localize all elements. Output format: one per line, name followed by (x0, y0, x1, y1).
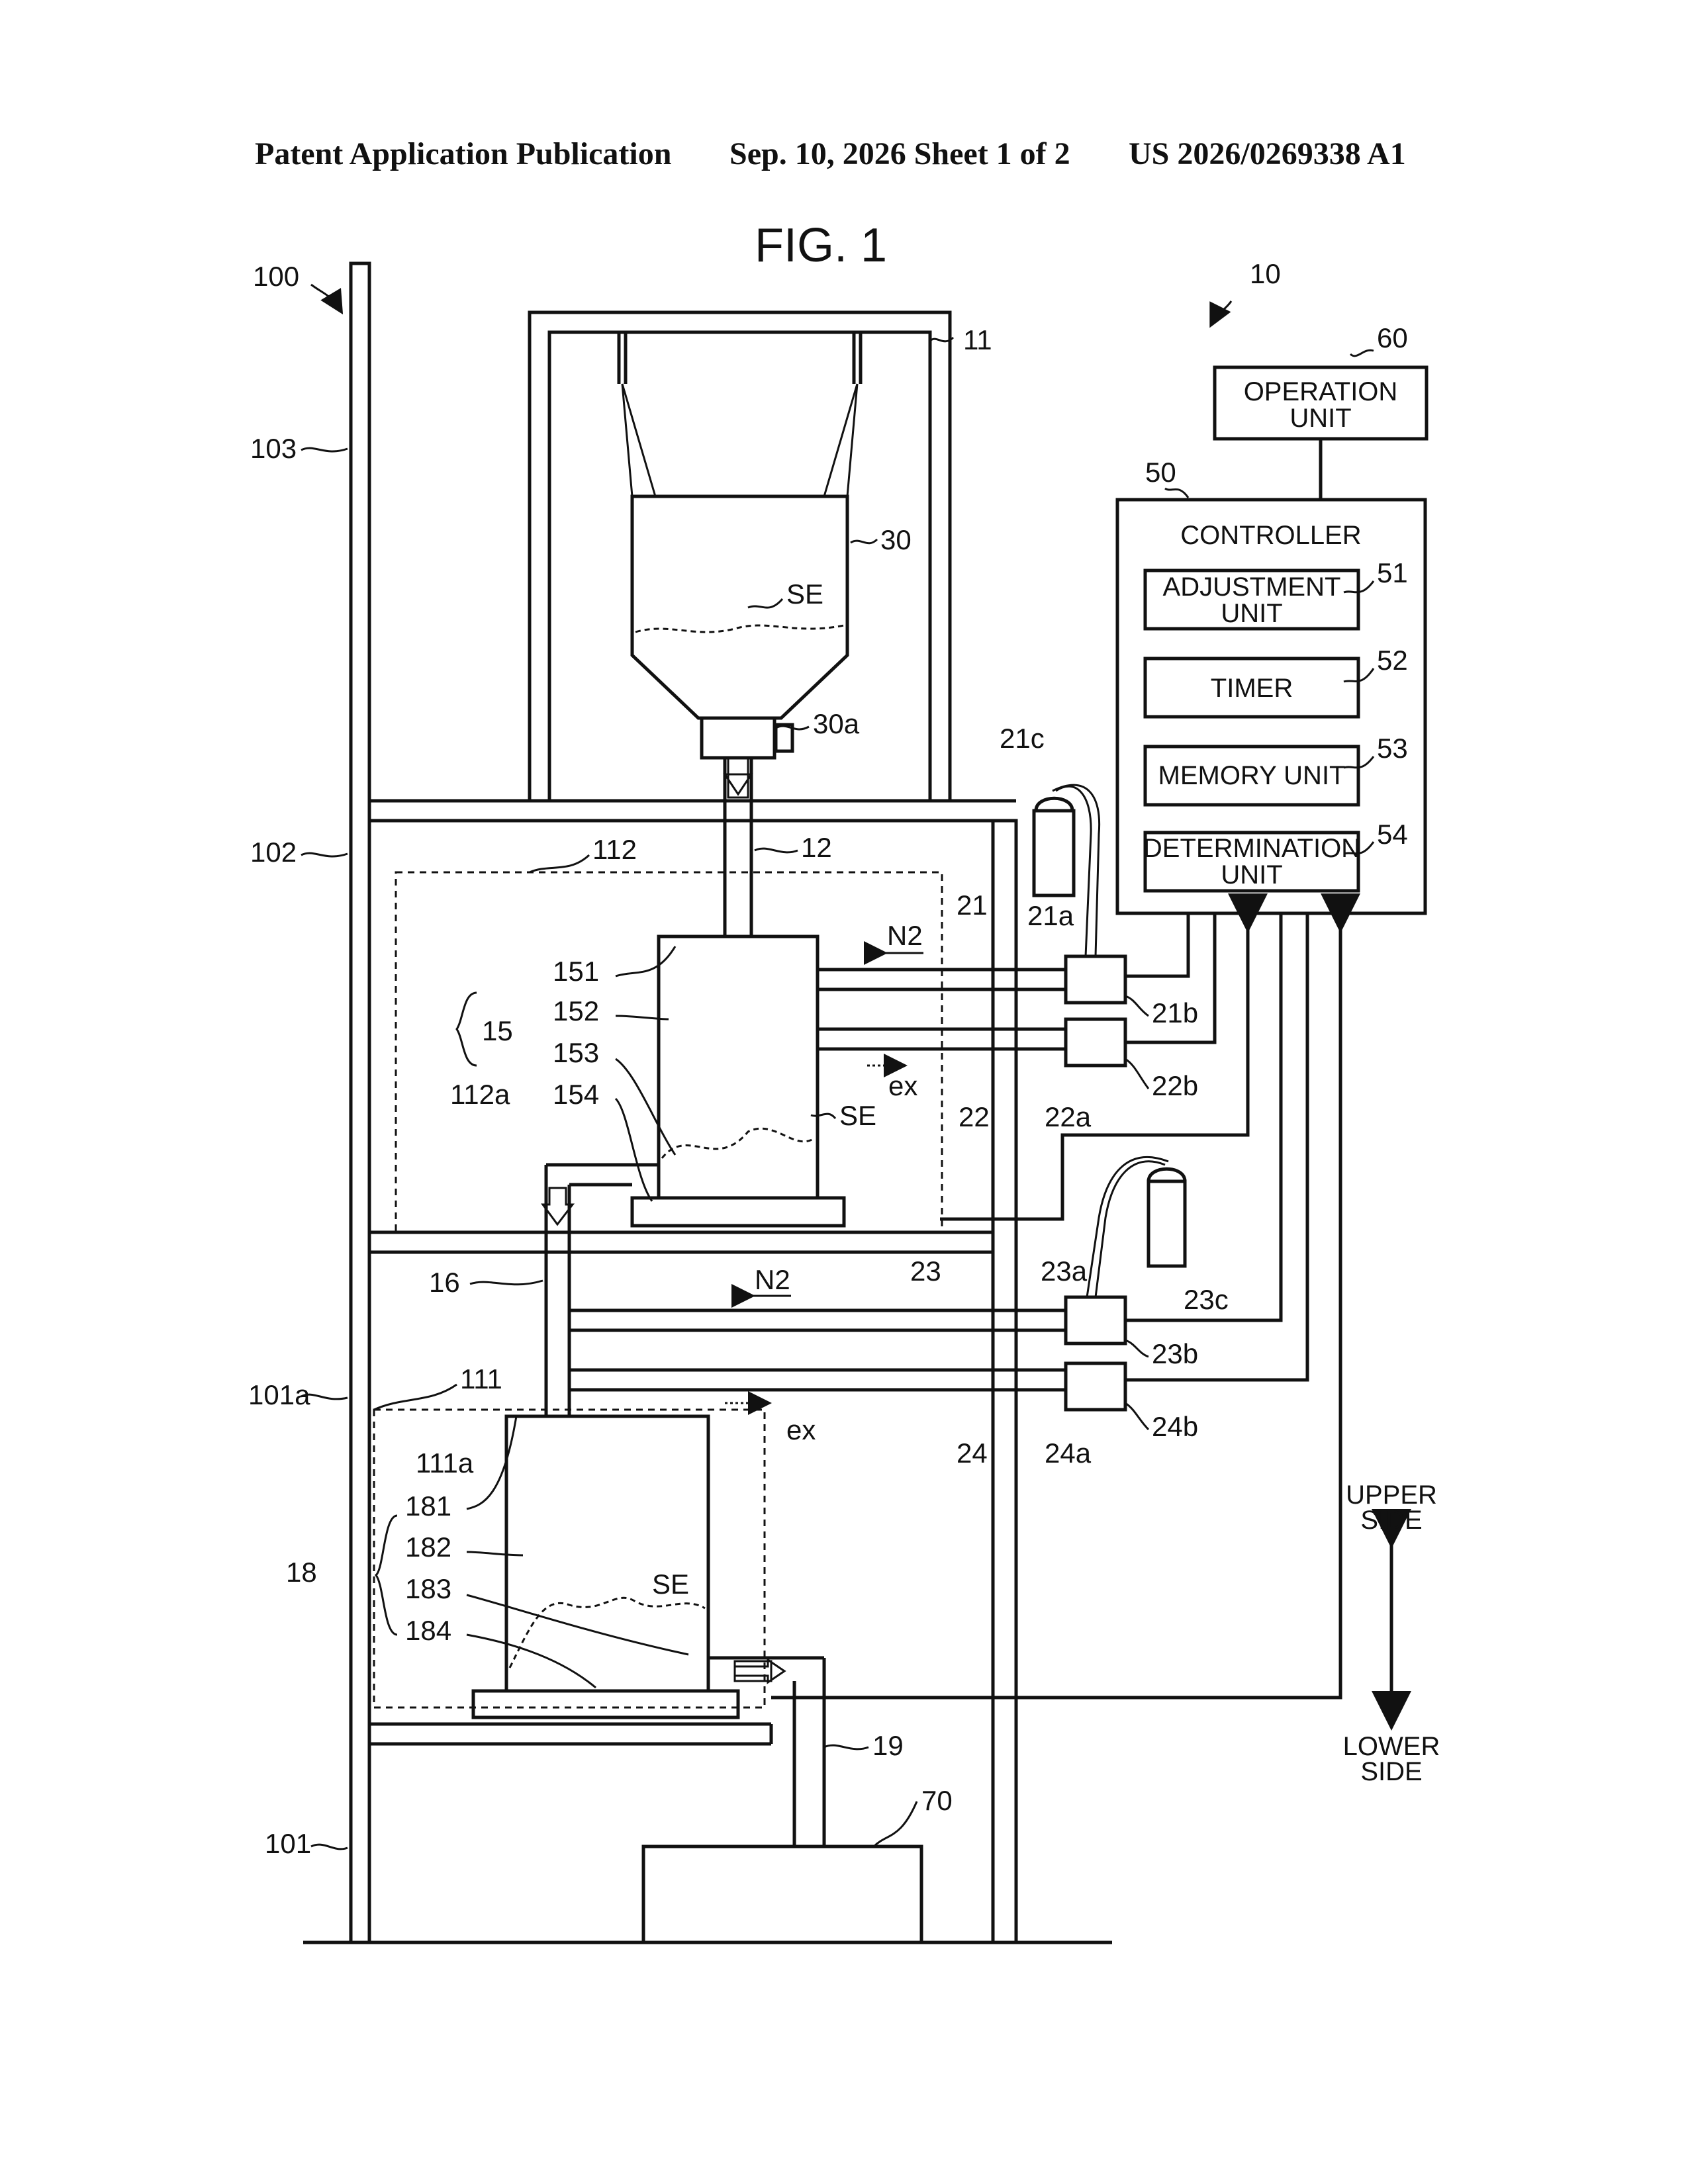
label-53: 53 (1377, 733, 1408, 764)
label-101: 101 (265, 1828, 311, 1859)
label-se-mid: SE (839, 1100, 876, 1131)
vessel-15 (632, 936, 844, 1226)
pipe-16 (543, 1165, 659, 1416)
label-15: 15 (482, 1015, 513, 1046)
determination-text-1: DETERMINATION (1143, 834, 1360, 863)
label-24b: 24b (1152, 1411, 1198, 1442)
label-153: 153 (553, 1037, 599, 1068)
label-184: 184 (405, 1615, 451, 1646)
label-183: 183 (405, 1573, 451, 1604)
label-ex-mid: ex (786, 1414, 816, 1445)
label-22a: 22a (1045, 1101, 1092, 1132)
leader-10 (1211, 301, 1231, 324)
label-101a: 101a (248, 1379, 310, 1410)
label-100: 100 (253, 261, 299, 292)
label-16: 16 (429, 1267, 460, 1298)
label-111a: 111a (416, 1447, 474, 1479)
label-30a: 30a (813, 708, 860, 739)
label-112: 112 (592, 834, 637, 865)
pipes-23-24 (569, 1157, 1185, 1410)
operation-unit-text-2: UNIT (1289, 404, 1351, 433)
label-112a: 112a (450, 1079, 510, 1110)
label-24: 24 (957, 1437, 988, 1469)
label-11: 11 (963, 324, 992, 355)
tank-70 (643, 1846, 921, 1942)
label-111: 111 (460, 1363, 502, 1394)
label-60: 60 (1377, 322, 1408, 353)
lower-side-text-2: SIDE (1360, 1757, 1422, 1786)
label-181: 181 (405, 1490, 451, 1522)
label-se-bot: SE (652, 1569, 689, 1600)
timer-text: TIMER (1211, 674, 1293, 703)
label-50: 50 (1145, 457, 1176, 488)
label-52: 52 (1377, 645, 1408, 676)
operation-unit-text-1: OPERATION (1244, 377, 1398, 406)
label-152: 152 (553, 995, 599, 1026)
label-21c: 21c (1000, 723, 1045, 754)
label-21a: 21a (1027, 900, 1074, 931)
label-103: 103 (250, 433, 297, 464)
label-70: 70 (921, 1785, 953, 1816)
leader-100 (311, 285, 341, 311)
upper-housing (530, 312, 950, 801)
vessel-18 (473, 1416, 784, 1717)
controller-text: CONTROLLER (1180, 521, 1361, 550)
label-n2-mid: N2 (755, 1264, 790, 1295)
label-23: 23 (910, 1255, 941, 1287)
memory-text: MEMORY UNIT (1158, 761, 1346, 790)
label-18: 18 (286, 1557, 317, 1588)
label-ex-top: ex (888, 1070, 917, 1101)
upper-side-text-2: SIDE (1360, 1506, 1422, 1535)
label-151: 151 (553, 956, 599, 987)
label-23c: 23c (1184, 1284, 1229, 1315)
label-19: 19 (872, 1730, 904, 1761)
label-23a: 23a (1041, 1255, 1088, 1287)
pipe-19 (708, 1658, 824, 1846)
adjustment-text-1: ADJUSTMENT (1163, 572, 1341, 602)
adjustment-text-2: UNIT (1221, 599, 1282, 628)
controller-wiring (771, 913, 1340, 1698)
label-23b: 23b (1152, 1338, 1198, 1369)
label-102: 102 (250, 837, 297, 868)
label-n2-top: N2 (887, 920, 923, 951)
label-22b: 22b (1152, 1070, 1198, 1101)
label-21b: 21b (1152, 997, 1198, 1028)
determination-text-2: UNIT (1221, 860, 1282, 889)
label-182: 182 (405, 1531, 451, 1563)
label-22: 22 (959, 1101, 990, 1132)
label-30: 30 (880, 524, 912, 555)
label-24a: 24a (1045, 1437, 1092, 1469)
label-54: 54 (1377, 819, 1408, 850)
label-154: 154 (553, 1079, 599, 1110)
label-se-top: SE (786, 578, 823, 610)
label-21: 21 (957, 889, 988, 921)
chamber-112 (396, 872, 942, 1232)
label-10: 10 (1250, 258, 1281, 289)
label-51: 51 (1377, 557, 1408, 588)
label-12: 12 (801, 832, 832, 863)
